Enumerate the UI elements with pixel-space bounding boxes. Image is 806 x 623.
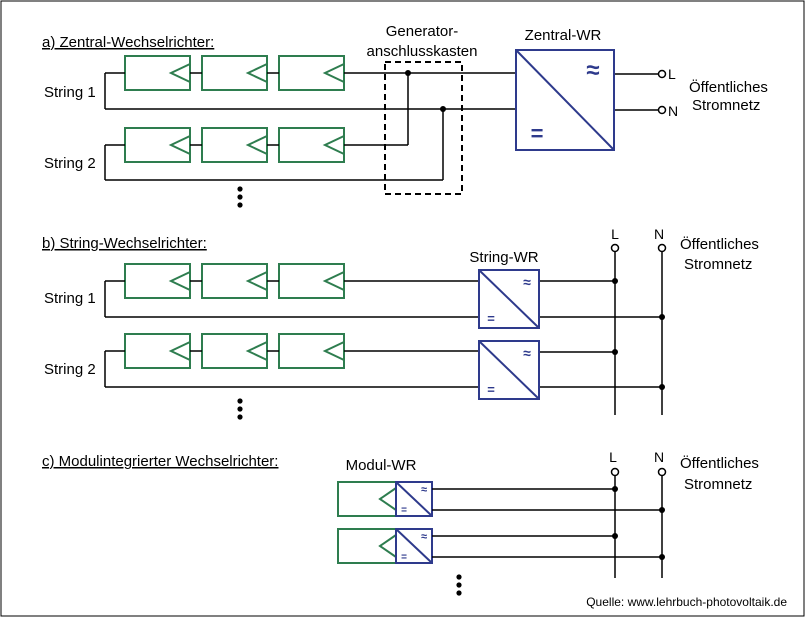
dc-symbol: = — [401, 505, 407, 516]
c-module-with-inverter: ≈ = — [337, 528, 433, 564]
module-inverter-label: Modul-WR — [346, 457, 417, 474]
pv-module — [337, 481, 397, 517]
pv-module — [278, 263, 345, 299]
c-terminal-L: L — [609, 449, 617, 465]
pv-module — [201, 333, 268, 369]
string-inverter-label: String-WR — [469, 249, 538, 266]
pv-module — [278, 333, 345, 369]
section-c: c) Modulintegrierter Wechselrichter: Mod… — [42, 449, 759, 596]
section-a-title: a) Zentral-Wechselrichter: — [42, 34, 214, 51]
pv-module — [337, 528, 397, 564]
pv-module — [278, 55, 345, 91]
section-c-title: c) Modulintegrierter Wechselrichter: — [42, 453, 278, 470]
dc-symbol: = — [487, 382, 495, 397]
a-grid-label-line1: Öffentliches — [689, 78, 768, 96]
section-b: b) String-Wechselrichter: String 1 Strin… — [42, 226, 759, 420]
combiner-label-line2: anschlusskasten — [367, 43, 478, 60]
b-string2-label: String 2 — [44, 361, 96, 378]
c-terminal-N: N — [654, 449, 664, 465]
c-more-modules-dots — [456, 574, 462, 596]
string-inverter: ≈ = — [478, 269, 540, 329]
ac-symbol: ≈ — [421, 484, 427, 496]
dc-symbol: = — [401, 552, 407, 563]
c-grid-label-line1: Öffentliches — [680, 454, 759, 472]
b-more-strings-dots — [237, 398, 243, 420]
section-b-title: b) String-Wechselrichter: — [42, 235, 207, 252]
pv-module — [124, 333, 191, 369]
dc-symbol: = — [487, 311, 495, 326]
b-string1-label: String 1 — [44, 290, 96, 307]
b-grid-label-line1: Öffentliches — [680, 235, 759, 253]
a-more-strings-dots — [237, 186, 243, 208]
b-terminal-L: L — [611, 226, 619, 242]
b-grid-label-line2: Stromnetz — [684, 256, 752, 273]
ac-symbol: ≈ — [421, 531, 427, 543]
ac-symbol: ≈ — [523, 274, 531, 290]
combiner-box — [384, 61, 463, 195]
a-terminal-N: N — [668, 103, 678, 119]
central-inverter: ≈ = — [515, 49, 615, 151]
pv-module — [201, 263, 268, 299]
section-a: a) Zentral-Wechselrichter: String 1 Stri… — [42, 23, 768, 208]
ac-symbol: ≈ — [523, 345, 531, 361]
a-string2-modules — [124, 127, 345, 163]
b-terminal-N: N — [654, 226, 664, 242]
string-inverter: ≈ = — [478, 340, 540, 400]
central-inverter-label: Zentral-WR — [525, 27, 602, 44]
source-credit: Quelle: www.lehrbuch-photovoltaik.de — [586, 595, 787, 609]
c-grid-label-line2: Stromnetz — [684, 476, 752, 493]
pv-module — [124, 127, 191, 163]
a-string1-label: String 1 — [44, 84, 96, 101]
b-string2-modules — [124, 333, 345, 369]
combiner-label-line1: Generator- — [386, 23, 459, 40]
b-string1-modules — [124, 263, 345, 299]
c-module-with-inverter: ≈ = — [337, 481, 433, 517]
pv-module — [201, 55, 268, 91]
dc-symbol: = — [531, 121, 544, 146]
pv-module — [124, 55, 191, 91]
pv-module — [201, 127, 268, 163]
c-wiring — [432, 467, 667, 578]
ac-symbol: ≈ — [586, 57, 599, 84]
a-string2-label: String 2 — [44, 155, 96, 172]
b-wiring — [104, 243, 667, 415]
a-wiring — [104, 69, 667, 181]
pv-module — [124, 263, 191, 299]
a-terminal-L: L — [668, 66, 676, 82]
a-grid-label-line2: Stromnetz — [692, 97, 760, 114]
a-string1-modules — [124, 55, 345, 91]
pv-module — [278, 127, 345, 163]
